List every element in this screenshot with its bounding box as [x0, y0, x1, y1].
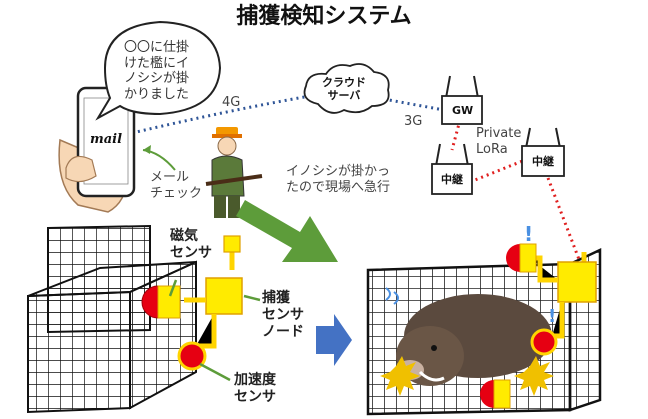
boar-icon — [396, 294, 552, 386]
detached-magnet-icon — [480, 379, 511, 409]
mail-check-label: メール チェック — [150, 170, 203, 201]
link-lora-relay-right-node — [546, 177, 582, 263]
capture-node-label: 捕獲 センサ ノード — [262, 290, 304, 340]
smartphone-icon — [58, 86, 136, 213]
page-title: 捕獲検知システム — [236, 4, 412, 29]
right-accelerometer-icon — [530, 328, 558, 356]
hunter-caption: イノシシが掛かっ たので現場へ急行 — [286, 164, 391, 195]
right-magnetic-sensor-icon — [506, 243, 537, 273]
impact-burst-right — [514, 356, 554, 396]
gateway-label: GW — [452, 104, 474, 117]
rush-to-site-arrow — [236, 200, 338, 262]
link-lora-relay-left-relay-right — [469, 158, 526, 184]
phone-screen-text: mail — [90, 132, 123, 147]
node-pointer — [243, 294, 261, 302]
speech-bubble — [95, 20, 222, 121]
private-lora-label: Private LoRa — [476, 126, 522, 157]
magnetic-pointer — [168, 279, 178, 297]
right-capture-node — [530, 252, 597, 339]
accel-pointer — [199, 362, 231, 382]
cloud-server-label: クラウド サーバ — [322, 76, 366, 103]
left-cage — [27, 224, 197, 414]
gateway-icon — [441, 75, 483, 125]
relay-left-icon — [431, 143, 473, 195]
relay-right-icon — [521, 127, 565, 177]
transition-arrow — [316, 314, 352, 366]
relay-right-label: 中継 — [532, 155, 554, 168]
left-accelerometer-icon — [177, 341, 207, 371]
shake-marks — [385, 287, 399, 305]
mail-check-arrow — [142, 149, 176, 171]
magnetic-sensor-label: 磁気 センサ — [170, 228, 212, 261]
link-3g-label: 3G — [404, 114, 423, 129]
hunter-icon — [205, 127, 263, 218]
speech-bubble-text: 〇〇に仕掛 けた檻にイ ノシシが掛 かりました — [124, 40, 190, 102]
impact-burst-left — [380, 356, 420, 396]
cloud-server-icon — [303, 63, 390, 114]
link-4g-label: 4G — [222, 95, 241, 110]
relay-left-label: 中継 — [441, 173, 463, 186]
alert-mark-top: ! — [524, 222, 534, 246]
accel-sensor-label: 加速度 センサ — [234, 372, 276, 405]
alert-mark-side: ! — [548, 306, 557, 327]
link-lora-gw-relay-left — [450, 119, 462, 151]
left-magnetic-sensor-icon — [141, 285, 181, 319]
link-cloud-gateway — [377, 96, 445, 112]
